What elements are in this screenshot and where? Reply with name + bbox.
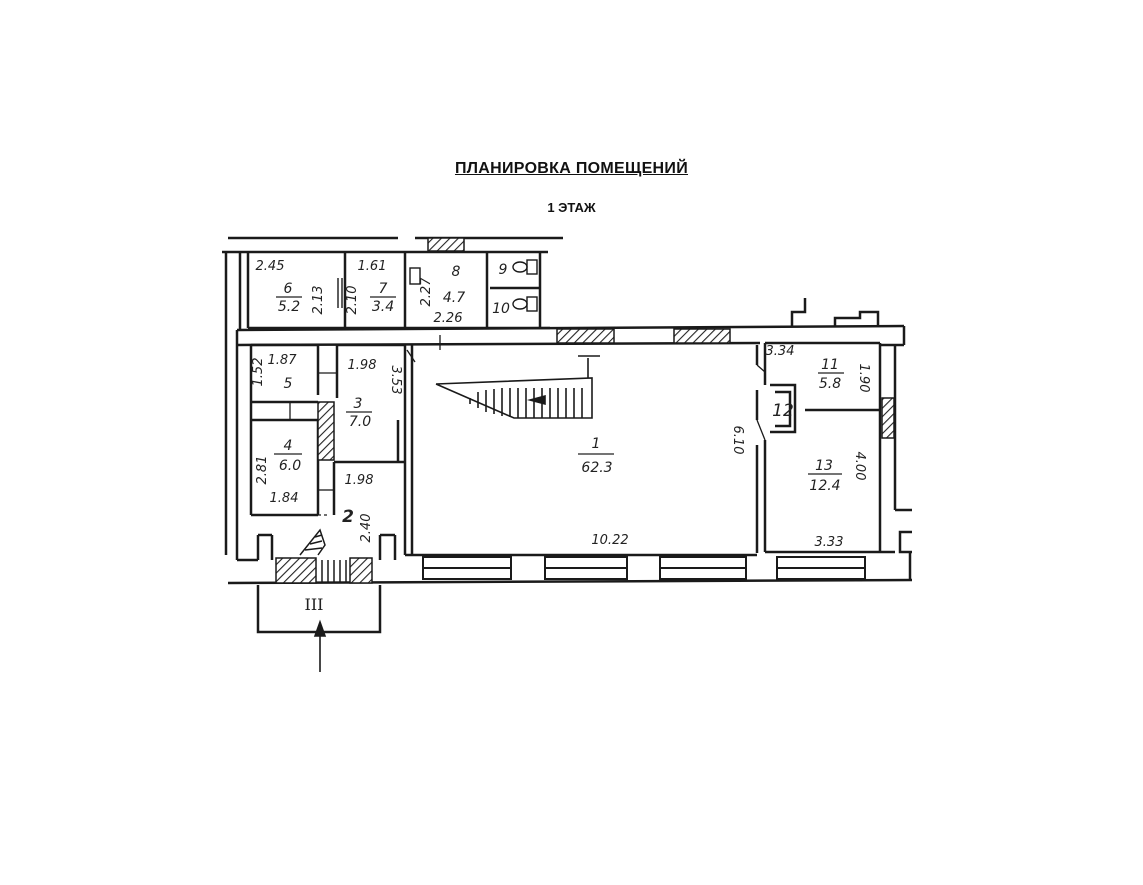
room-8-area: 4.7	[443, 290, 465, 306]
room-5-height: 1.52	[251, 358, 266, 387]
plan-title: ПЛАНИРОВКА ПОМЕЩЕНИЙ	[454, 160, 689, 177]
room-9-number: 9	[499, 262, 508, 278]
room-13-area: 12.4	[809, 478, 840, 494]
entrance-label: III	[305, 595, 324, 614]
room-13-number: 13	[815, 458, 833, 474]
room-7-number: 7	[379, 281, 388, 297]
room-13-height: 4.00	[852, 452, 867, 481]
room-3-area: 7.0	[349, 414, 371, 430]
room-6-height: 2.13	[311, 286, 326, 315]
room-8-height: 2.27	[419, 277, 434, 307]
room-4-height: 2.81	[255, 456, 270, 485]
room-1-number: 1	[592, 436, 601, 452]
room-11-width: 3.34	[766, 344, 795, 359]
sanitary-fixtures	[337, 259, 538, 312]
room-2-number: 2	[342, 507, 354, 527]
room-5-number: 5	[284, 376, 293, 392]
room-3-number: 3	[354, 396, 363, 412]
room-4-number: 4	[284, 438, 293, 454]
floor-label: 1 ЭТАЖ	[547, 200, 596, 215]
room-8-number: 8	[452, 264, 461, 280]
room-3-width: 1.98	[348, 358, 377, 373]
room-11-area: 5.8	[819, 376, 841, 392]
room-1-height: 6.10	[730, 426, 745, 455]
room-4-width: 1.84	[270, 491, 299, 506]
windows	[422, 556, 866, 580]
entrance-arrow	[313, 619, 327, 672]
room-2-height: 2.40	[359, 514, 374, 543]
hatched-walls	[275, 237, 895, 584]
room-7-width: 1.61	[358, 259, 387, 274]
room-11-number: 11	[821, 357, 839, 373]
room-5-width: 1.87	[268, 353, 298, 368]
room-6-number: 6	[284, 281, 293, 297]
walls	[222, 236, 913, 634]
room-7-area: 3.4	[372, 299, 394, 315]
staircase	[435, 355, 600, 419]
room-10-number: 10	[492, 301, 510, 317]
room-4-area: 6.0	[279, 458, 301, 474]
room-11-height: 1.90	[856, 364, 871, 393]
room-6-area: 5.2	[278, 299, 300, 315]
room-2-width: 1.98	[345, 473, 374, 488]
room-6-width: 2.45	[256, 259, 285, 274]
room-1-width: 10.22	[591, 533, 628, 548]
room-3-height: 3.53	[388, 366, 403, 395]
room-12-number: 12	[772, 401, 794, 421]
entrance-stair	[299, 528, 347, 583]
room-13-width: 3.33	[815, 535, 844, 550]
room-labels: 1 62.3 10.22 6.10 1.98 2 2.40 1.98 3 7.0…	[251, 259, 871, 614]
room-7-height: 2.10	[345, 286, 360, 315]
room-8-width: 2.26	[434, 311, 463, 326]
room-1-area: 62.3	[581, 460, 612, 476]
door-marks	[252, 335, 766, 516]
